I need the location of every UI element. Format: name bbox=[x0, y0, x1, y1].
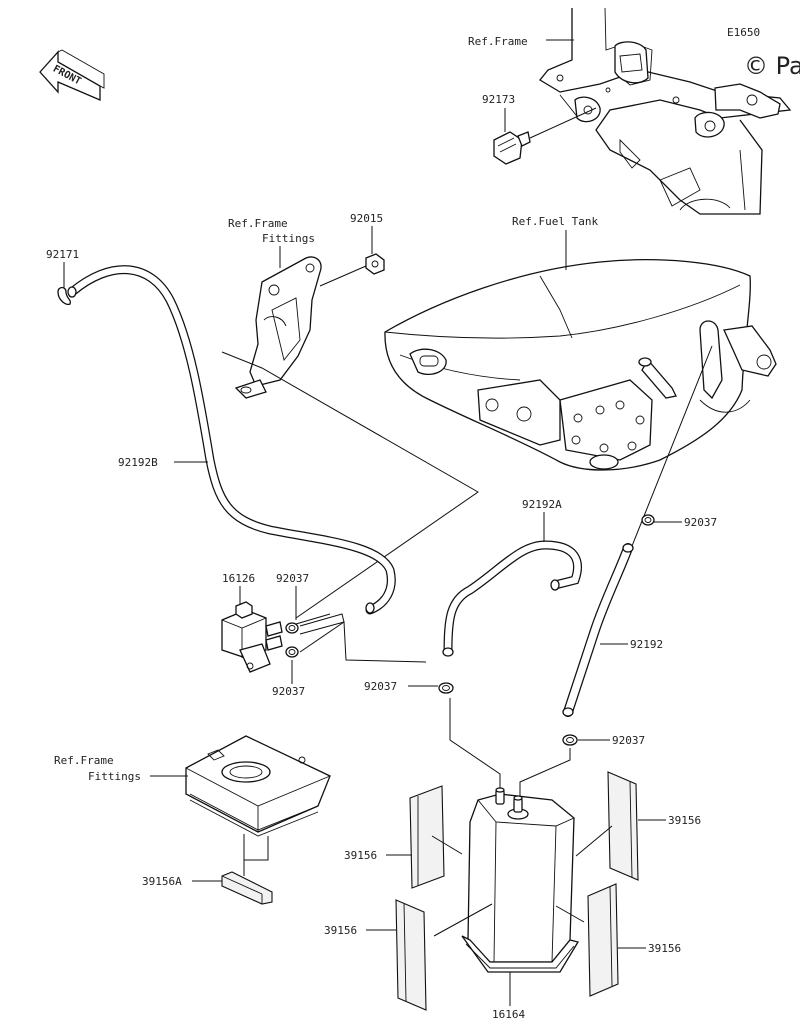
valve-16126 bbox=[221, 601, 283, 673]
label-92037-valve-top: 92037 bbox=[276, 572, 309, 585]
clip-92037-canister bbox=[562, 734, 578, 746]
label-92037-canister-right: 92037 bbox=[612, 734, 645, 747]
label-ref-frame-fittings-top-1: Ref.Frame bbox=[228, 217, 288, 230]
nut-92015 bbox=[365, 253, 385, 275]
bracket-drawing bbox=[234, 256, 322, 399]
label-92192: 92192 bbox=[630, 638, 663, 651]
label-92173: 92173 bbox=[482, 93, 515, 106]
fuel-tank-drawing bbox=[384, 259, 777, 471]
watermark: © Pa bbox=[744, 52, 800, 80]
label-92192A: 92192A bbox=[522, 498, 562, 511]
hose-92192A bbox=[442, 540, 582, 657]
label-39156-lower-left: 39156 bbox=[324, 924, 357, 937]
label-39156-upper-left: 39156 bbox=[344, 849, 377, 862]
label-92037-mid: 92037 bbox=[364, 680, 397, 693]
label-39156-upper-right: 39156 bbox=[668, 814, 701, 827]
label-ref-fuel-tank: Ref.Fuel Tank bbox=[512, 215, 598, 228]
frame-drawing bbox=[539, 7, 792, 215]
clip-92037-right bbox=[641, 514, 655, 526]
pad-39156-upper-right bbox=[607, 771, 639, 881]
label-ref-frame: Ref.Frame bbox=[468, 35, 528, 48]
hose-92192B bbox=[67, 265, 396, 615]
clip-92173 bbox=[493, 107, 597, 165]
pad-39156-upper-left bbox=[409, 785, 445, 889]
label-92037-right: 92037 bbox=[684, 516, 717, 529]
diagram-code: E1650 bbox=[727, 26, 760, 39]
label-92171: 92171 bbox=[46, 248, 79, 261]
label-92015: 92015 bbox=[350, 212, 383, 225]
bottom-fitting-drawing bbox=[185, 735, 331, 837]
label-ref-frame-fittings-bottom-1: Ref.Frame bbox=[54, 754, 114, 767]
pad-39156-lower-right bbox=[587, 883, 619, 997]
canister-16164 bbox=[461, 787, 580, 973]
label-92192B: 92192B bbox=[118, 456, 158, 469]
label-39156-lower-right: 39156 bbox=[648, 942, 681, 955]
pad-39156A bbox=[221, 871, 273, 905]
clip-valve-lower bbox=[285, 646, 299, 658]
clip-valve-upper bbox=[285, 622, 299, 634]
front-arrow-icon: FRONT bbox=[39, 49, 105, 101]
label-ref-frame-fittings-top-2: Fittings bbox=[262, 232, 315, 245]
hose-92192 bbox=[562, 543, 634, 717]
clip-92037-mid bbox=[438, 682, 454, 694]
pad-39156-lower-left bbox=[395, 899, 427, 1011]
label-16126: 16126 bbox=[222, 572, 255, 585]
label-ref-frame-fittings-bottom-2: Fittings bbox=[88, 770, 141, 783]
label-39156A: 39156A bbox=[142, 875, 182, 888]
label-16164: 16164 bbox=[492, 1008, 525, 1021]
label-92037-valve-bottom: 92037 bbox=[272, 685, 305, 698]
clip-92171 bbox=[57, 286, 72, 306]
